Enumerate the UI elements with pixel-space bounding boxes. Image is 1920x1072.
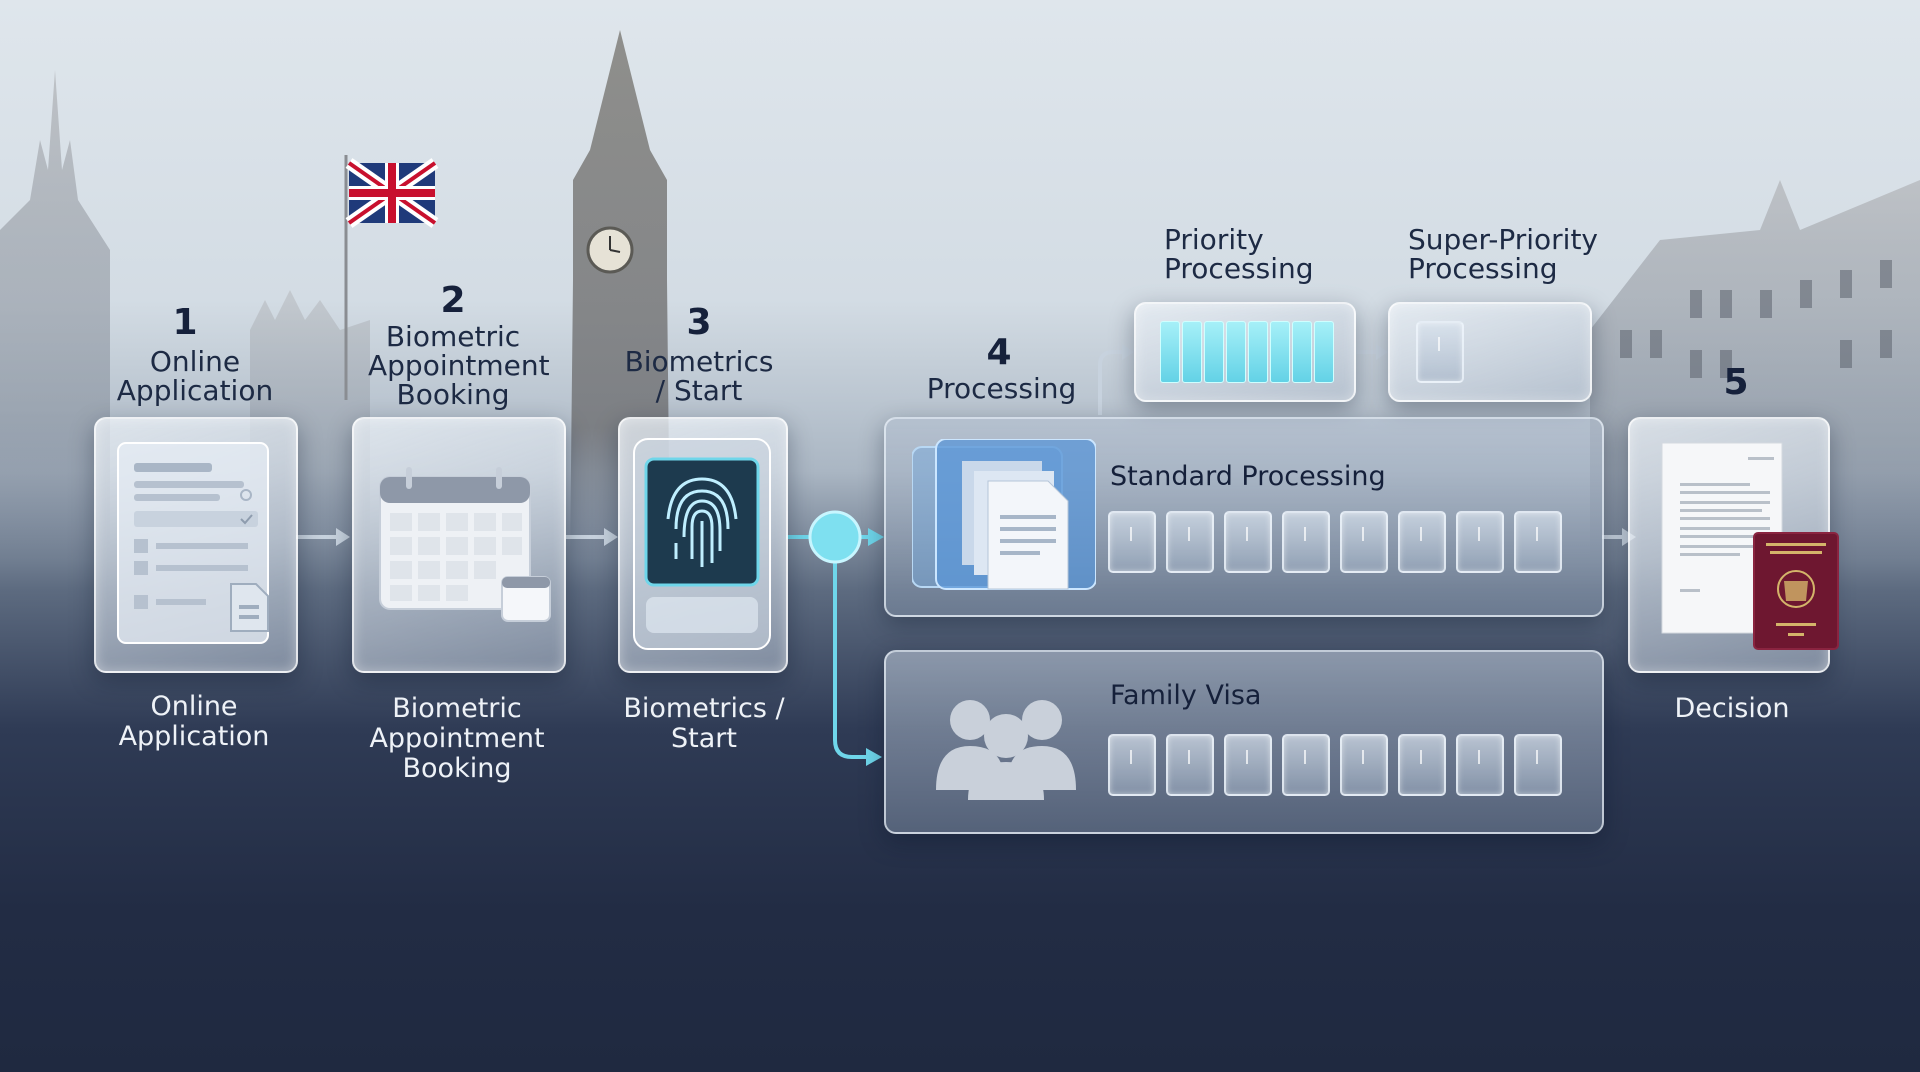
documents-stack-icon: [912, 439, 1096, 590]
step-1-caption: Online Application: [118, 691, 270, 752]
people-group-icon: [936, 700, 1076, 800]
priority-label: Priority Processing: [1164, 223, 1314, 285]
priority-slot: [1182, 321, 1202, 383]
uk-flag-icon: [345, 158, 439, 228]
step-1-title: Online Application: [116, 345, 274, 407]
priority-slot: [1314, 321, 1334, 383]
queue-slot: [1166, 734, 1214, 796]
super-priority-label: Super-Priority Processing: [1408, 223, 1598, 285]
step-2-caption: Biometric Appointment Booking: [369, 693, 545, 784]
queue-slot: [1166, 511, 1214, 573]
step-3-card: [618, 417, 788, 673]
standard-processing-lane: Standard Processing: [884, 417, 1604, 617]
queue-slot: [1224, 734, 1272, 796]
fingerprint-icon: [633, 438, 771, 650]
priority-slot: [1292, 321, 1312, 383]
step-3-number: 3: [686, 302, 712, 343]
branch-node: [808, 510, 862, 564]
passport-document-icon: [1661, 442, 1839, 650]
priority-card: [1134, 302, 1356, 402]
queue-slot: [1282, 734, 1330, 796]
form-document-icon: [117, 442, 269, 644]
priority-slot: [1160, 321, 1180, 383]
queue-slot: [1398, 511, 1446, 573]
queue-slot: [1456, 511, 1504, 573]
step-1-card: [94, 417, 298, 673]
step-4-number: 4: [986, 332, 1012, 373]
priority-slot: [1204, 321, 1224, 383]
queue-slot: [1108, 511, 1156, 573]
family-visa-lane: Family Visa: [884, 650, 1604, 834]
step-2-card: [352, 417, 566, 673]
step-2-title: Biometric Appointment Booking: [368, 320, 550, 411]
step-5-number: 5: [1723, 362, 1749, 403]
queue-slot: [1340, 511, 1388, 573]
family-visa-label: Family Visa: [1110, 680, 1262, 711]
standard-processing-label: Standard Processing: [1110, 461, 1386, 492]
queue-slot: [1456, 734, 1504, 796]
queue-slot: [1340, 734, 1388, 796]
super-priority-slot: [1416, 321, 1464, 383]
queue-slot: [1398, 734, 1446, 796]
step-2-number: 2: [440, 280, 466, 321]
step-3-caption: Biometrics / Start: [623, 693, 785, 754]
calendar-icon: [379, 467, 551, 622]
priority-slot: [1248, 321, 1268, 383]
queue-slot: [1282, 511, 1330, 573]
queue-slot: [1108, 734, 1156, 796]
super-priority-card: [1388, 302, 1592, 402]
queue-slot: [1514, 734, 1562, 796]
priority-slot: [1226, 321, 1246, 383]
step-1-number: 1: [172, 302, 198, 343]
priority-slot: [1270, 321, 1290, 383]
step-5-caption: Decision: [1674, 693, 1790, 724]
step-5-card: [1628, 417, 1839, 673]
queue-slot: [1224, 511, 1272, 573]
left-gothic-building: [0, 70, 110, 560]
step-4-title: Processing: [926, 372, 1077, 405]
step-3-title: Biometrics / Start: [624, 345, 774, 407]
queue-slot: [1514, 511, 1562, 573]
